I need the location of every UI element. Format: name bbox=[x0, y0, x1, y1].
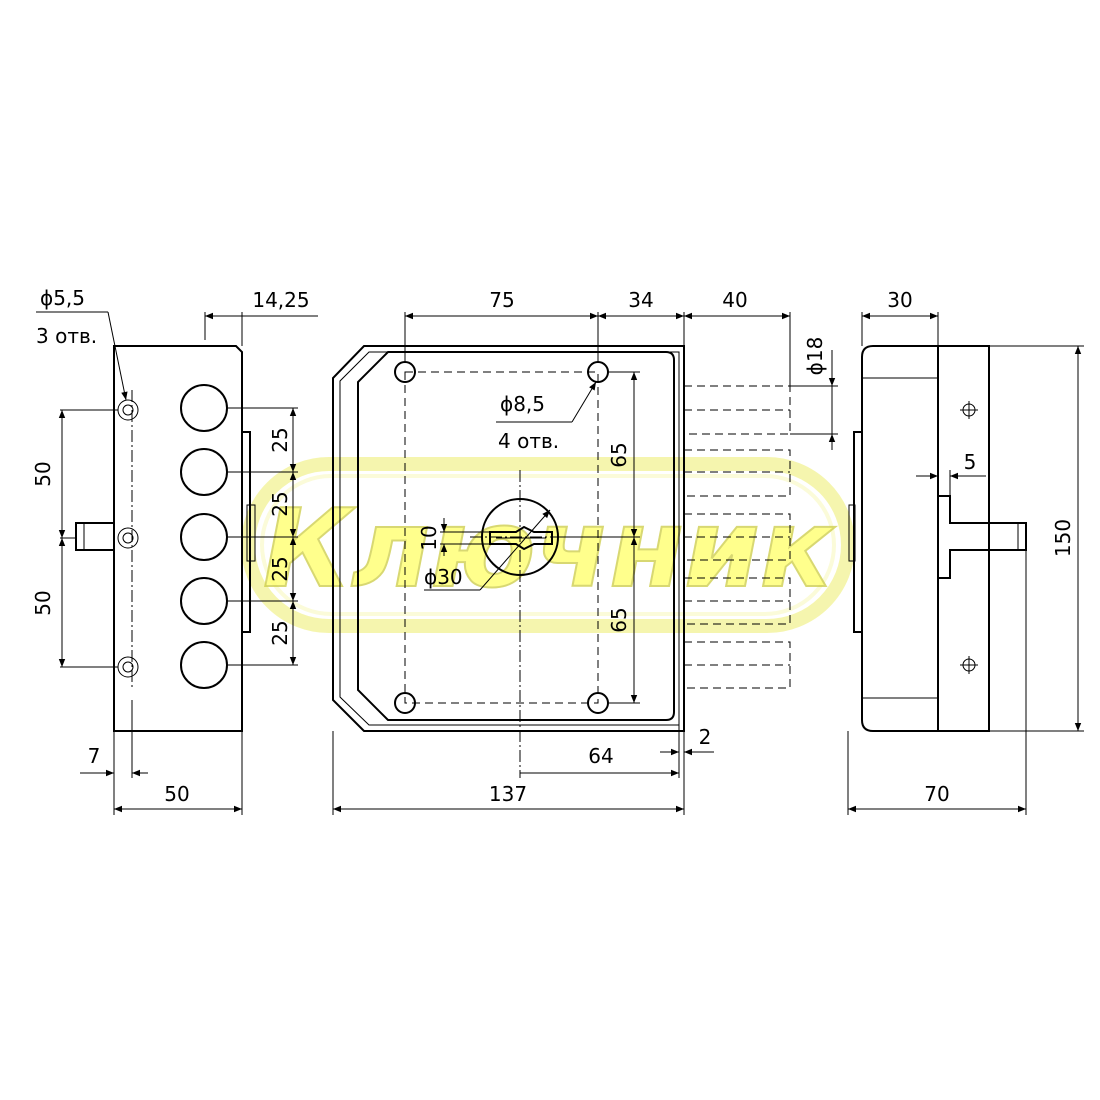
hidden-bolts bbox=[684, 385, 791, 689]
side-dim-bolt-2: 25 bbox=[268, 491, 292, 516]
end-dim-width: 70 bbox=[924, 782, 949, 806]
side-bolts bbox=[180, 384, 228, 689]
side-dim-width: 50 bbox=[164, 782, 189, 806]
side-dim-pitch-upper: 50 bbox=[31, 461, 55, 486]
front-dim-bolt-diameter: ϕ18 bbox=[803, 337, 827, 376]
end-dim-spindle: 5 bbox=[964, 450, 977, 474]
front-hole-count: 4 отв. bbox=[498, 429, 559, 453]
front-dim-v-upper: 65 bbox=[607, 442, 631, 467]
front-dim-top-right: 40 bbox=[722, 288, 747, 312]
front-hole-diameter: ϕ8,5 bbox=[500, 392, 545, 416]
front-view: 75 34 40 ϕ18 ϕ8,5 4 отв. 65 65 10 ϕ30 64… bbox=[332, 288, 838, 815]
end-dim-height: 150 bbox=[1051, 519, 1075, 557]
side-dim-top: 14,25 bbox=[252, 288, 309, 312]
front-dim-gap: 2 bbox=[699, 725, 712, 749]
watermark-ring bbox=[241, 457, 855, 633]
end-view: 30 5 150 70 bbox=[847, 288, 1084, 815]
front-dim-v-lower: 65 bbox=[607, 607, 631, 632]
cylinder-slot-dim: 10 bbox=[417, 525, 441, 550]
front-dim-bottom-offset: 64 bbox=[588, 744, 613, 768]
side-dim-bolt-4: 25 bbox=[268, 620, 292, 645]
side-dim-bolt-1: 25 bbox=[268, 427, 292, 452]
end-dim-top: 30 bbox=[887, 288, 912, 312]
side-mount-holes bbox=[117, 399, 139, 678]
cylinder-diameter: ϕ30 bbox=[424, 565, 463, 589]
side-dim-pitch-lower: 50 bbox=[31, 590, 55, 615]
front-dim-top-left: 75 bbox=[489, 288, 514, 312]
front-dim-width: 137 bbox=[489, 782, 527, 806]
watermark-text: Ключник bbox=[263, 487, 836, 612]
end-mount-holes bbox=[960, 401, 978, 674]
side-hole-diameter: ϕ5,5 bbox=[40, 286, 85, 310]
side-dim-offset: 7 bbox=[88, 744, 101, 768]
side-dim-bolt-3: 25 bbox=[268, 556, 292, 581]
side-hole-count: 3 отв. bbox=[36, 324, 97, 348]
front-dim-top-mid: 34 bbox=[628, 288, 653, 312]
side-view: ϕ5,5 3 отв. 14,25 50 50 25 25 25 25 7 50 bbox=[31, 286, 318, 815]
